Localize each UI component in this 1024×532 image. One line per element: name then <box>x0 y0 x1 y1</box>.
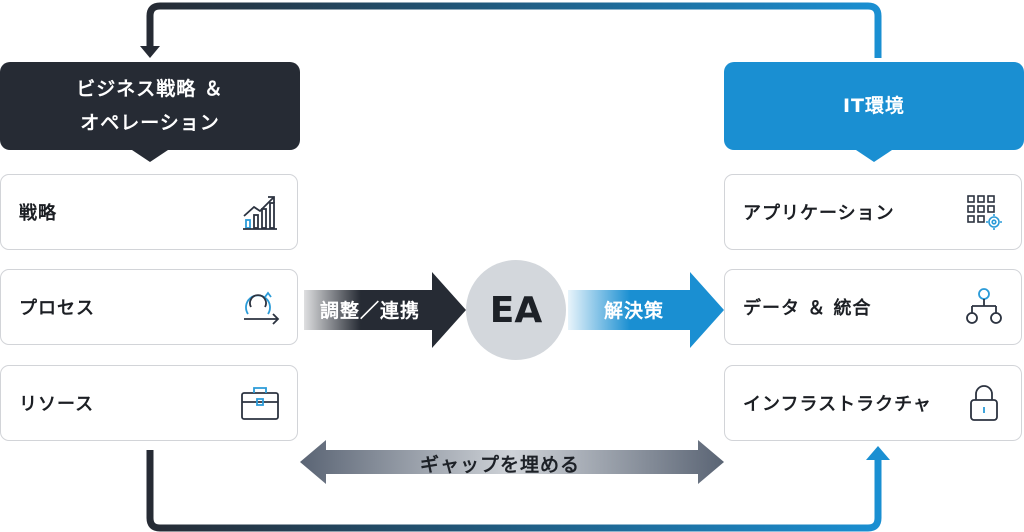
card-process: プロセス <box>0 269 298 345</box>
card-label: インフラストラクチャ <box>743 394 932 415</box>
gap-label: ギャップを埋める <box>420 454 581 476</box>
adjust-arrow-label: 調整／連携 <box>320 300 421 322</box>
card-infrastructure: インフラストラクチャ <box>724 365 1022 441</box>
business-strategy-header: ビジネス戦略 ＆ オペレーション <box>0 62 300 150</box>
left-header-pointer <box>132 150 168 162</box>
it-environment-header: IT環境 <box>724 62 1024 150</box>
card-application: アプリケーション <box>724 174 1022 250</box>
top-loop-arrowhead <box>140 46 160 58</box>
card-data-integration: データ ＆ 統合 <box>724 269 1022 345</box>
top-loop-line <box>146 2 882 58</box>
gap-double-arrow <box>300 440 724 484</box>
cycle-process-icon <box>237 284 283 330</box>
card-label: アプリケーション <box>743 203 895 224</box>
ea-label: EA <box>489 289 543 331</box>
card-label: 戦略 <box>19 203 57 224</box>
card-resource: リソース <box>0 365 298 441</box>
lock-icon <box>961 380 1007 426</box>
growth-chart-icon <box>237 189 283 235</box>
hierarchy-nodes-icon <box>961 284 1007 330</box>
adjust-arrow <box>304 272 466 348</box>
app-grid-gear-icon <box>961 189 1007 235</box>
bottom-loop-arrowhead <box>866 446 890 460</box>
card-label: リソース <box>19 394 95 415</box>
ea-circle: EA <box>466 260 566 360</box>
briefcase-icon <box>237 380 283 426</box>
bottom-loop-line <box>146 450 882 532</box>
left-header-line1: ビジネス戦略 ＆ <box>76 78 224 100</box>
card-label: データ ＆ 統合 <box>743 298 872 319</box>
right-header-title: IT環境 <box>842 95 906 117</box>
right-header-pointer <box>856 150 892 162</box>
solution-arrow-label: 解決策 <box>604 300 665 322</box>
left-header-line2: オペレーション <box>80 112 220 134</box>
solution-arrow <box>568 272 724 348</box>
card-strategy: 戦略 <box>0 174 298 250</box>
card-label: プロセス <box>19 298 95 319</box>
